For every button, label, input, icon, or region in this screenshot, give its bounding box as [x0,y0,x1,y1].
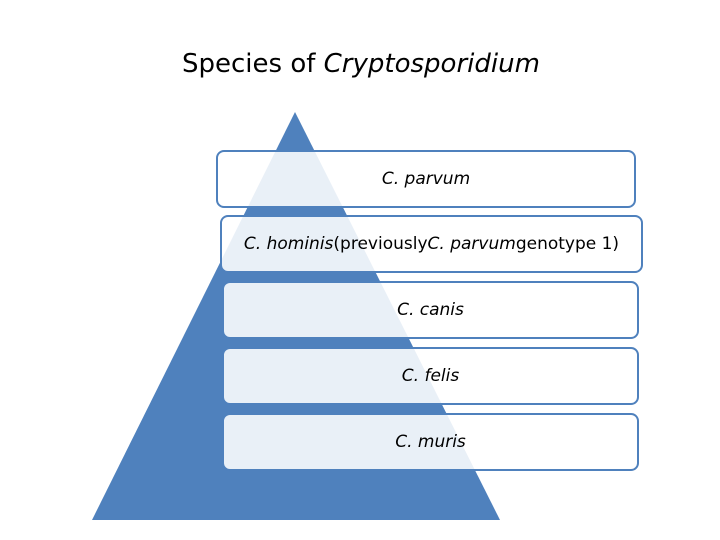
level-label-italic-secondary: C. parvum [427,234,516,254]
level-label-italic: C. canis [397,300,464,320]
level-label-tail: genotype 1) [515,234,620,254]
title-prefix: Species of [182,49,324,79]
level-hominis: C. hominis (previously C. parvum genotyp… [220,215,643,273]
level-label-italic: C. muris [395,432,466,452]
level-label-italic: C. hominis [243,234,334,254]
level-muris: C. muris [222,413,639,471]
level-label-plain: (previously [333,234,428,254]
level-label-italic: C. parvum [381,169,471,189]
level-felis: C. felis [222,347,639,405]
level-parvum: C. parvum [216,150,636,208]
slide-title: Species of Cryptosporidium [182,44,540,84]
title-genus: Cryptosporidium [323,49,540,79]
level-label-italic: C. felis [401,366,460,386]
level-canis: C. canis [222,281,639,339]
